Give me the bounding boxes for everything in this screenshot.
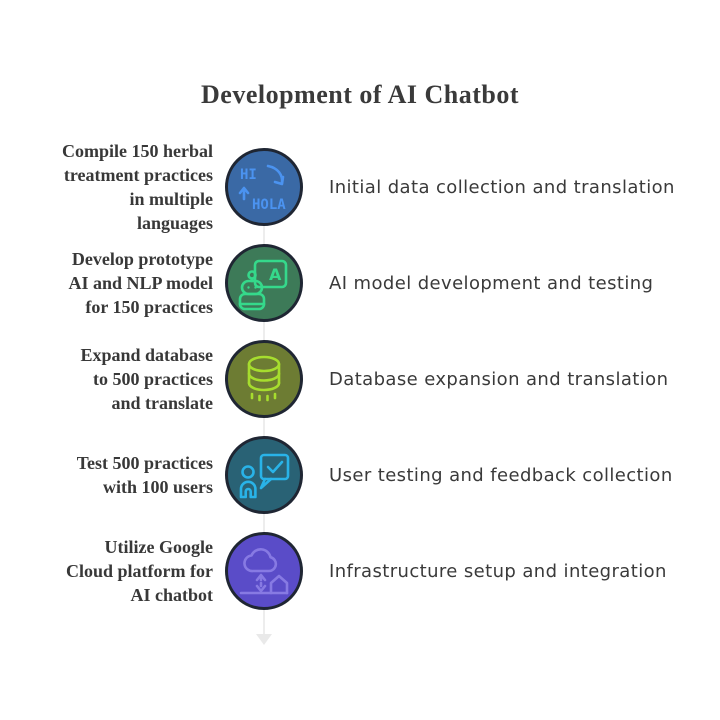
timeline-arrow-down-icon — [256, 634, 272, 645]
svg-text:HOLA: HOLA — [252, 197, 286, 213]
timeline-step-4: Test 500 practices with 100 users User te… — [0, 427, 720, 523]
step-icon-circle: A — [225, 244, 303, 322]
step-label-line: AI and NLP model — [68, 273, 213, 293]
step-label-line: Compile 150 herbal — [62, 141, 213, 161]
user-feedback-icon — [239, 453, 290, 499]
step-icon-circle: HI HOLA — [225, 148, 303, 226]
database-icon — [247, 355, 281, 402]
step-label-line: languages — [136, 213, 213, 233]
step-icon-circle — [225, 436, 303, 514]
translation-icon: HI HOLA — [238, 164, 286, 213]
step-icon-circle — [225, 340, 303, 418]
step-description: User testing and feedback collection — [329, 464, 673, 486]
step-icon-circle — [225, 532, 303, 610]
step-label-line: AI chatbot — [130, 585, 213, 605]
cloud-infrastructure-icon — [239, 548, 289, 595]
step-label-line: Cloud platform for — [66, 561, 213, 581]
page-title: Development of AI Chatbot — [201, 80, 519, 109]
step-label-line: Test 500 practices — [76, 453, 213, 473]
step-label: Test 500 practices with 100 users — [0, 451, 213, 499]
step-label: Compile 150 herbal treatment practices in … — [0, 139, 213, 235]
timeline-step-3: Expand database to 500 practices and trans… — [0, 331, 720, 427]
svg-text:A: A — [269, 265, 282, 284]
step-label-line: to 500 practices — [93, 369, 213, 389]
step-label-line: in multiple — [129, 189, 213, 209]
timeline-steps: Compile 150 herbal treatment practices in … — [0, 139, 720, 619]
step-label-line: for 150 practices — [85, 297, 213, 317]
step-label: Develop prototype AI and NLP model for 150… — [0, 247, 213, 319]
timeline-step-1: Compile 150 herbal treatment practices in … — [0, 139, 720, 235]
step-label-line: with 100 users — [102, 477, 213, 497]
step-label-line: Expand database — [80, 345, 213, 365]
timeline-step-2: Develop prototype AI and NLP model for 150… — [0, 235, 720, 331]
step-description: AI model development and testing — [329, 272, 654, 294]
step-description: Database expansion and translation — [329, 368, 669, 390]
step-label-line: treatment practices — [63, 165, 213, 185]
step-description: Infrastructure setup and integration — [329, 560, 667, 582]
step-label-line: Utilize Google — [104, 537, 213, 557]
svg-text:HI: HI — [240, 167, 257, 183]
step-label: Expand database to 500 practices and trans… — [0, 343, 213, 415]
robot-training-icon: A — [238, 259, 288, 311]
step-label-line: Develop prototype — [71, 249, 213, 269]
step-description: Initial data collection and translation — [329, 176, 675, 198]
step-label-line: and translate — [111, 393, 213, 413]
